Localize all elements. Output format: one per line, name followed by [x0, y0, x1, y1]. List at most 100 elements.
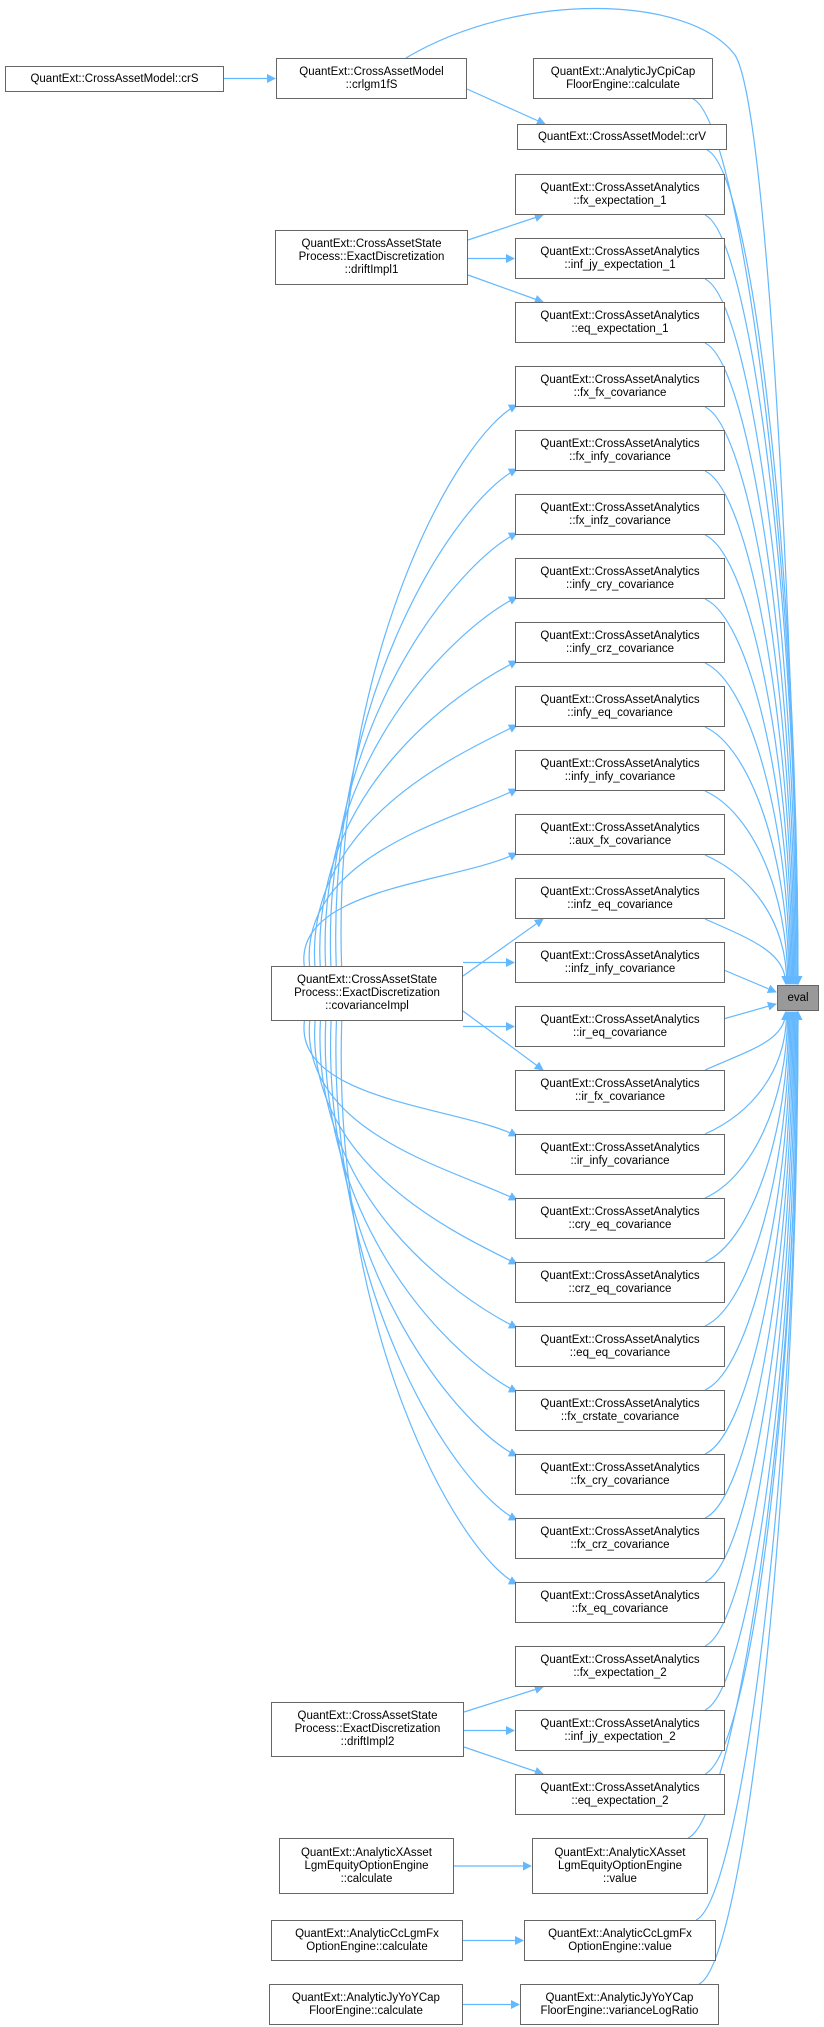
- edge-covarianceImpl-to-infy_crz_covariance: [319, 660, 518, 967]
- node-label-line: Process::ExactDiscretization: [298, 251, 445, 263]
- node-fx-expectation-2[interactable]: QuantExt::CrossAssetAnalytics::fx_expect…: [515, 1646, 725, 1687]
- node-ir-fx-covariance[interactable]: QuantExt::CrossAssetAnalytics::ir_fx_cov…: [515, 1070, 725, 1111]
- node-label-line: OptionEngine::value: [568, 1940, 672, 1953]
- edge-covarianceImpl-to-infy_cry_covariance: [324, 596, 518, 967]
- node-label-line: FloorEngine::varianceLogRatio: [540, 2004, 699, 2017]
- node-inf-jy-expectation-1[interactable]: QuantExt::CrossAssetAnalytics::inf_jy_ex…: [515, 238, 725, 279]
- edge-aux_fx_covariance-to-eval: [704, 854, 792, 985]
- edge-covarianceImpl-to-fx_cry_covariance: [329, 1020, 518, 1457]
- node-label-line: QuantExt::CrossAssetState: [297, 1710, 438, 1722]
- edge-eq_eq_covariance-to-eval: [704, 1011, 795, 1327]
- node-label-line: ::infy_eq_covariance: [567, 706, 673, 719]
- node-label-line: QuantExt::CrossAssetState: [297, 974, 437, 986]
- edge-covarianceImpl-to-fx_crstate_covariance: [324, 1020, 518, 1393]
- node-label-line: QuantExt::CrossAssetAnalytics: [540, 1589, 700, 1602]
- node-label-line: FloorEngine::calculate: [566, 78, 680, 91]
- edge-fx_infz_covariance-to-eval: [704, 534, 797, 985]
- node-infz-eq-covariance[interactable]: QuantExt::CrossAssetAnalytics::infz_eq_c…: [515, 878, 725, 919]
- node-label-line: ::ir_eq_covariance: [573, 1026, 667, 1039]
- node-ir-eq-covariance[interactable]: QuantExt::CrossAssetAnalytics::ir_eq_cov…: [515, 1006, 725, 1047]
- node-fx-fx-covariance[interactable]: QuantExt::CrossAssetAnalytics::fx_fx_cov…: [515, 366, 725, 407]
- node-crlgm1fS[interactable]: QuantExt::CrossAssetModel::crlgm1fS: [276, 58, 467, 99]
- node-label-line: QuantExt::CrossAssetState: [301, 238, 442, 250]
- edge-ir_eq_covariance-to-eval: [724, 1001, 777, 1020]
- node-label-line: QuantExt::CrossAssetAnalytics: [540, 1205, 700, 1218]
- edge-driftImpl2-to-fx_expectation_2: [463, 1685, 544, 1713]
- node-label-line: QuantExt::CrossAssetAnalytics: [540, 885, 700, 898]
- edge-covarianceImpl-to-aux_fx_covariance: [303, 852, 518, 967]
- node-label-line: FloorEngine::calculate: [309, 2004, 423, 2017]
- node-fx-infz-covariance[interactable]: QuantExt::CrossAssetAnalytics::fx_infz_c…: [515, 494, 725, 535]
- edge-covarianceImpl-to-fx_crz_covariance: [335, 1020, 518, 1521]
- node-infz-infy-covariance[interactable]: QuantExt::CrossAssetAnalytics::infz_infy…: [515, 942, 725, 983]
- node-crz-eq-covariance[interactable]: QuantExt::CrossAssetAnalytics::crz_eq_co…: [515, 1262, 725, 1303]
- node-fx-cry-covariance[interactable]: QuantExt::CrossAssetAnalytics::fx_cry_co…: [515, 1454, 725, 1495]
- node-label-line: ::infy_infy_covariance: [564, 770, 676, 783]
- node-label-line: ::inf_jy_expectation_1: [564, 258, 676, 271]
- node-eq-eq-covariance[interactable]: QuantExt::CrossAssetAnalytics::eq_eq_cov…: [515, 1326, 725, 1367]
- node-infy-cry-covariance[interactable]: QuantExt::CrossAssetAnalytics::infy_cry_…: [515, 558, 725, 599]
- node-aux-fx-covariance[interactable]: QuantExt::CrossAssetAnalytics::aux_fx_co…: [515, 814, 725, 855]
- edge-driftImpl1-to-fx_expectation_1: [467, 213, 544, 241]
- node-fx-crstate-covariance[interactable]: QuantExt::CrossAssetAnalytics::fx_crstat…: [515, 1390, 725, 1431]
- node-inf-jy-expectation-2[interactable]: QuantExt::CrossAssetAnalytics::inf_jy_ex…: [515, 1710, 725, 1751]
- node-infy-infy-covariance[interactable]: QuantExt::CrossAssetAnalytics::infy_infy…: [515, 750, 725, 791]
- node-label-line: ::eq_expectation_1: [571, 322, 669, 335]
- node-label-line: ::cry_eq_covariance: [568, 1218, 672, 1231]
- node-label-line: QuantExt::AnalyticXAsset: [554, 1846, 686, 1859]
- node-label-line: QuantExt::CrossAssetAnalytics: [540, 629, 700, 642]
- node-label-line: QuantExt::CrossAssetAnalytics: [540, 501, 700, 514]
- edge-covarianceImpl-to-infz_eq_covariance: [462, 918, 544, 977]
- edge-ir_infy_covariance-to-eval: [704, 1011, 792, 1135]
- node-fx-expectation-1[interactable]: QuantExt::CrossAssetAnalytics::fx_expect…: [515, 174, 725, 215]
- node-label-line: QuantExt::CrossAssetAnalytics: [540, 1269, 700, 1282]
- node-label-line: ::crz_eq_covariance: [568, 1282, 672, 1295]
- node-label-line: ::covarianceImpl: [325, 1000, 409, 1012]
- node-label-line: ::fx_expectation_1: [573, 194, 667, 207]
- node-eq-expectation-2[interactable]: QuantExt::CrossAssetAnalytics::eq_expect…: [515, 1774, 725, 1815]
- node-infy-crz-covariance[interactable]: QuantExt::CrossAssetAnalytics::infy_crz_…: [515, 622, 725, 663]
- node-label-line: QuantExt::CrossAssetAnalytics: [540, 1397, 700, 1410]
- edge-infy_crz_covariance-to-eval: [704, 662, 795, 985]
- node-label-line: ::fx_crstate_covariance: [560, 1410, 680, 1423]
- edge-covarianceImpl-to-infy_infy_covariance: [308, 788, 518, 967]
- node-crS[interactable]: QuantExt::CrossAssetModel::crS: [5, 66, 224, 92]
- node-label-line: ::infy_crz_covariance: [565, 642, 675, 655]
- node-label-line: ::fx_crz_covariance: [570, 1538, 670, 1551]
- node-fx-infy-covariance[interactable]: QuantExt::CrossAssetAnalytics::fx_infy_c…: [515, 430, 725, 471]
- node-fx-crz-covariance[interactable]: QuantExt::CrossAssetAnalytics::fx_crz_co…: [515, 1518, 725, 1559]
- node-label-line: QuantExt::AnalyticJyYoYCap: [545, 1991, 694, 2004]
- node-label-line: ::fx_expectation_2: [573, 1666, 667, 1679]
- node-label-line: Process::ExactDiscretization: [294, 987, 440, 999]
- node-label-line: QuantExt::CrossAssetAnalytics: [540, 1461, 700, 1474]
- node-label-line: eval: [787, 991, 809, 1004]
- node-label-line: QuantExt::CrossAssetAnalytics: [540, 437, 700, 450]
- node-label-line: QuantExt::AnalyticJyYoYCap: [292, 1991, 440, 2004]
- node-infy-eq-covariance[interactable]: QuantExt::CrossAssetAnalytics::infy_eq_c…: [515, 686, 725, 727]
- node-fx-eq-covariance[interactable]: QuantExt::CrossAssetAnalytics::fx_eq_cov…: [515, 1582, 725, 1623]
- node-cry-eq-covariance[interactable]: QuantExt::CrossAssetAnalytics::cry_eq_co…: [515, 1198, 725, 1239]
- node-eq-expectation-1[interactable]: QuantExt::CrossAssetAnalytics::eq_expect…: [515, 302, 725, 343]
- node-label-line: ::driftImpl2: [340, 1736, 395, 1748]
- node-label-line: ::aux_fx_covariance: [568, 834, 672, 847]
- node-crV[interactable]: QuantExt::CrossAssetModel::crV: [517, 124, 727, 150]
- node-label-line: QuantExt::AnalyticXAsset: [300, 1846, 433, 1859]
- node-label-line: ::ir_infy_covariance: [570, 1154, 670, 1167]
- node-label-line: QuantExt::CrossAssetAnalytics: [540, 1077, 700, 1090]
- node-eval[interactable]: eval: [777, 985, 819, 1011]
- edge-fx_eq_covariance-to-eval: [704, 1011, 799, 1583]
- node-ir-infy-covariance[interactable]: QuantExt::CrossAssetAnalytics::ir_infy_c…: [515, 1134, 725, 1175]
- node-label-line: ::driftImpl1: [344, 264, 399, 276]
- edge-covarianceImpl-to-fx_infy_covariance: [335, 468, 518, 967]
- node-label-line: ::fx_fx_covariance: [573, 386, 667, 399]
